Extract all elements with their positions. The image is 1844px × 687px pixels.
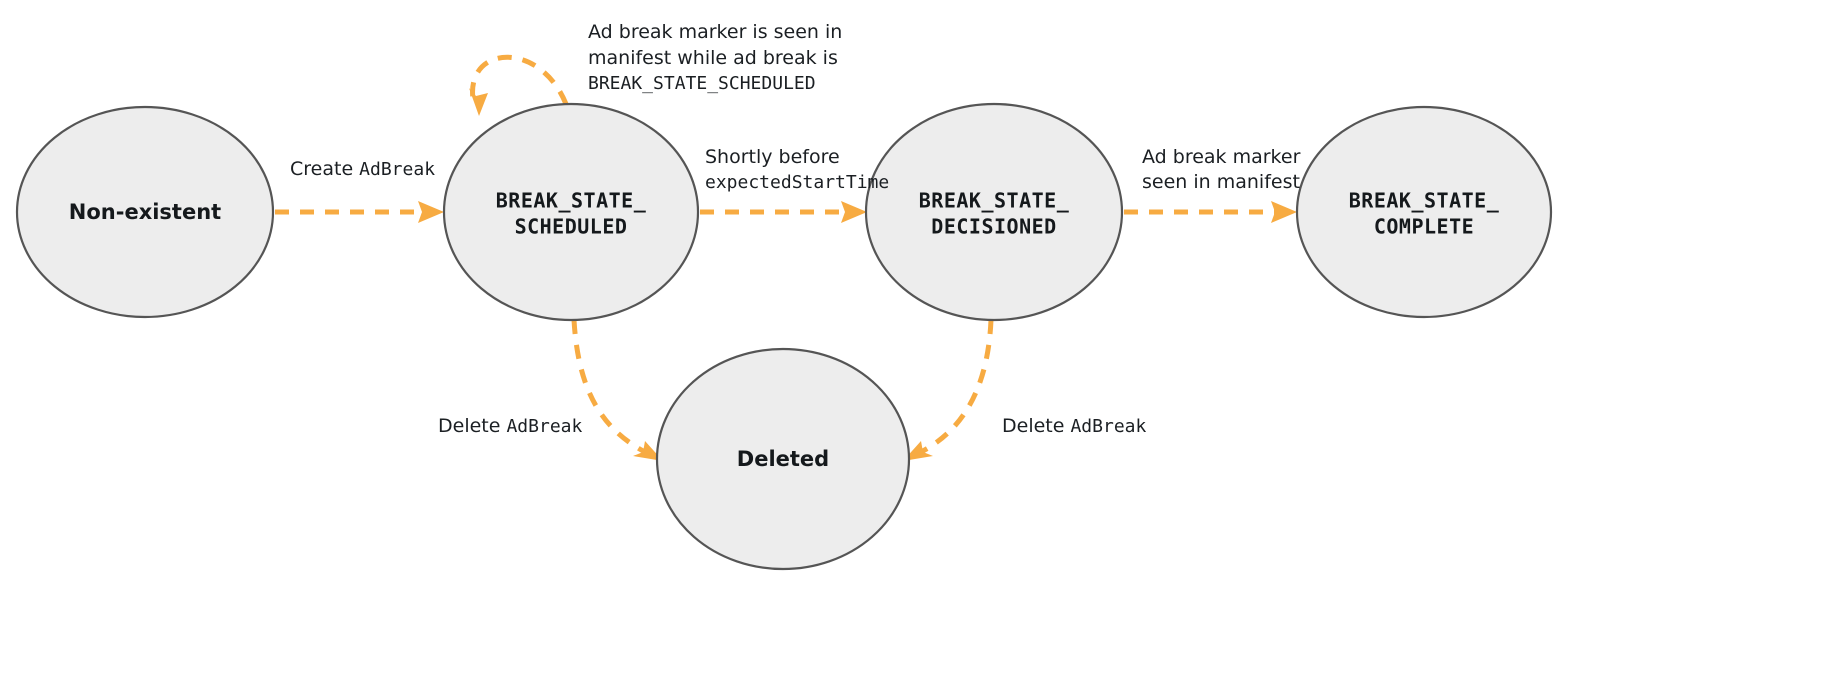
edge-shortly-before bbox=[700, 201, 867, 223]
edge-label-create-adbreak-seg2: AdBreak bbox=[359, 159, 435, 180]
node-break-state-complete[interactable]: BREAK_STATE_ COMPLETE bbox=[1295, 105, 1553, 319]
edge-label-self-loop-scheduled: Ad break marker is seen in manifest whil… bbox=[588, 21, 842, 94]
edge-label-shortly-before-line2: expectedStartTime bbox=[705, 172, 889, 193]
edge-label-create-adbreak-line1: Create AdBreak bbox=[290, 158, 435, 180]
edge-label-self-loop-line1: Ad break marker is seen in bbox=[588, 21, 842, 43]
node-break-state-decisioned-label-line2: DECISIONED bbox=[931, 215, 1056, 239]
node-break-state-complete-shape bbox=[1295, 105, 1553, 319]
edge-label-create-adbreak-seg1: Create bbox=[290, 158, 359, 180]
edge-label-shortly-before: Shortly before expectedStartTime bbox=[705, 146, 889, 193]
edge-label-marker-seen-manifest-line1: Ad break marker bbox=[1142, 146, 1301, 168]
node-break-state-decisioned-shape bbox=[864, 102, 1124, 322]
edge-label-marker-seen-manifest-line2: seen in manifest bbox=[1142, 171, 1300, 193]
edge-delete-adbreak-left-arrowhead bbox=[633, 441, 663, 461]
edge-label-delete-adbreak-left-seg2: AdBreak bbox=[506, 416, 582, 437]
node-break-state-scheduled-shape bbox=[442, 102, 700, 322]
edge-label-delete-adbreak-left: Delete AdBreak bbox=[438, 415, 582, 437]
edge-marker-seen-manifest bbox=[1124, 201, 1297, 223]
node-break-state-decisioned-label-line1: BREAK_STATE_ bbox=[919, 189, 1070, 213]
edge-label-self-loop-line2: manifest while ad break is bbox=[588, 47, 838, 69]
edge-self-loop-scheduled-arrowhead bbox=[469, 88, 488, 116]
node-deleted-label: Deleted bbox=[737, 447, 829, 471]
node-non-existent-label: Non-existent bbox=[69, 200, 221, 224]
edge-self-loop-scheduled bbox=[469, 54, 569, 116]
node-deleted-shape bbox=[655, 347, 911, 571]
node-break-state-complete-label-line1: BREAK_STATE_ bbox=[1349, 189, 1500, 213]
edge-label-delete-adbreak-right: Delete AdBreak bbox=[1002, 415, 1146, 437]
edge-label-self-loop-line3: BREAK_STATE_SCHEDULED bbox=[588, 73, 816, 94]
node-non-existent[interactable]: Non-existent bbox=[15, 105, 275, 319]
edge-label-delete-adbreak-left-seg1: Delete bbox=[438, 415, 506, 437]
edge-label-delete-adbreak-right-seg1: Delete bbox=[1002, 415, 1070, 437]
edge-label-delete-adbreak-right-line1: Delete AdBreak bbox=[1002, 415, 1146, 437]
node-break-state-scheduled-label-line1: BREAK_STATE_ bbox=[496, 189, 647, 213]
edge-create-adbreak-arrowhead bbox=[418, 201, 444, 223]
node-break-state-decisioned[interactable]: BREAK_STATE_ DECISIONED bbox=[864, 102, 1124, 322]
edge-marker-seen-manifest-arrowhead bbox=[1271, 201, 1297, 223]
edge-delete-adbreak-right-arrowhead bbox=[903, 441, 933, 461]
edge-delete-adbreak-left-path bbox=[571, 319, 647, 455]
edge-self-loop-scheduled-path bbox=[470, 54, 569, 105]
edge-create-adbreak bbox=[275, 201, 444, 223]
edge-delete-adbreak-right-path bbox=[919, 319, 994, 455]
node-break-state-scheduled[interactable]: BREAK_STATE_ SCHEDULED bbox=[442, 102, 700, 322]
node-deleted[interactable]: Deleted bbox=[655, 347, 911, 571]
edge-label-create-adbreak: Create AdBreak bbox=[290, 158, 435, 180]
node-non-existent-shape bbox=[15, 105, 275, 319]
edge-label-marker-seen-manifest: Ad break marker seen in manifest bbox=[1142, 146, 1301, 193]
edge-delete-adbreak-right bbox=[903, 319, 994, 461]
edge-label-delete-adbreak-left-line1: Delete AdBreak bbox=[438, 415, 582, 437]
edge-label-shortly-before-line1: Shortly before bbox=[705, 146, 840, 168]
edge-label-delete-adbreak-right-seg2: AdBreak bbox=[1070, 416, 1146, 437]
node-break-state-complete-label-line2: COMPLETE bbox=[1374, 215, 1474, 239]
edge-delete-adbreak-left bbox=[571, 319, 663, 461]
node-break-state-scheduled-label-line2: SCHEDULED bbox=[515, 215, 628, 239]
edge-shortly-before-arrowhead bbox=[841, 201, 867, 223]
